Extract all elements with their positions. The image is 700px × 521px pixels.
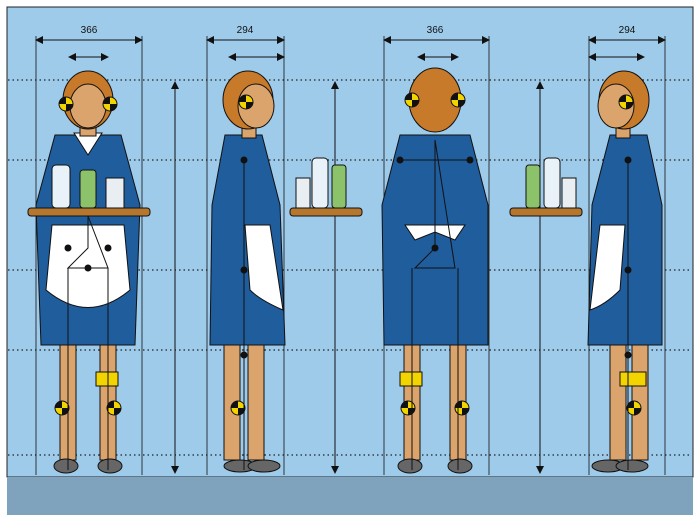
side-right-width-label: 294 bbox=[237, 25, 254, 36]
front-width-label: 366 bbox=[81, 25, 98, 36]
figure-front-view: 366 bbox=[27, 25, 151, 475]
figure-back-view: 366 bbox=[381, 25, 490, 475]
figure-side-view-left: 294 bbox=[509, 25, 666, 475]
side-left-width-label: 294 bbox=[619, 25, 636, 36]
floor bbox=[7, 477, 693, 515]
figure-side-view-right: 294 bbox=[206, 25, 363, 475]
back-width-label: 366 bbox=[427, 25, 444, 36]
height-arrows bbox=[171, 81, 544, 474]
